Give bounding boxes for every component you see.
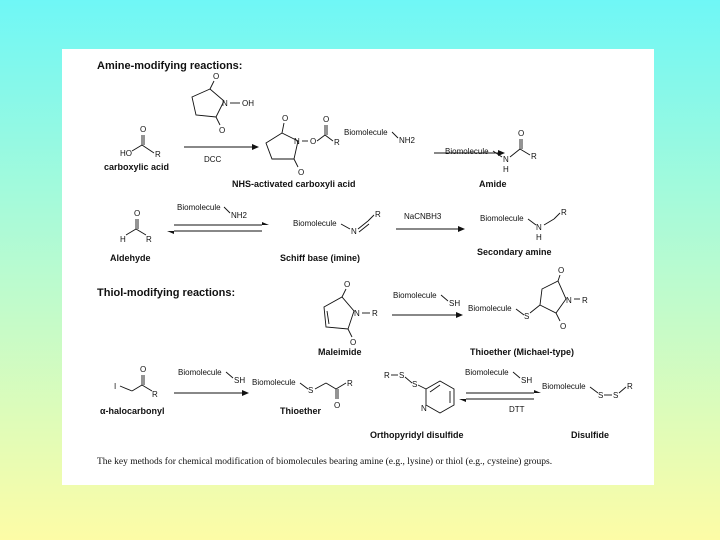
svg-text:N: N bbox=[421, 404, 427, 413]
svg-text:N: N bbox=[503, 155, 509, 164]
thioether-michael-structure: Biomolecule S O O N R bbox=[468, 266, 588, 331]
svg-text:S: S bbox=[598, 391, 603, 400]
label-secondary-amine: Secondary amine bbox=[477, 247, 552, 257]
reagent-sh-3: SH bbox=[521, 376, 532, 385]
svg-text:N: N bbox=[536, 223, 542, 232]
reagent-biomolecule-sh: Biomolecule bbox=[393, 291, 437, 300]
svg-text:I: I bbox=[114, 382, 116, 391]
svg-text:O: O bbox=[344, 280, 350, 289]
svg-text:O: O bbox=[219, 126, 225, 135]
svg-text:R: R bbox=[582, 296, 588, 305]
svg-text:HO: HO bbox=[120, 149, 132, 158]
reagent-nh2-2: NH2 bbox=[231, 211, 248, 220]
reagent-dtt: DTT bbox=[509, 405, 525, 414]
reagent-biomolecule-nh2-2: Biomolecule bbox=[177, 203, 221, 212]
figure-caption: The key methods for chemical modificatio… bbox=[97, 456, 552, 467]
reaction-scheme: Amine-modifying reactions: Thiol-modifyi… bbox=[97, 60, 633, 467]
label-orthopyridyl-disulfide: Orthopyridyl disulfide bbox=[370, 430, 464, 440]
svg-text:Biomolecule: Biomolecule bbox=[480, 214, 524, 223]
label-amide: Amide bbox=[479, 179, 507, 189]
carboxylic-acid-structure: O HO R bbox=[120, 125, 161, 159]
svg-text:R: R bbox=[146, 235, 152, 244]
svg-text:H: H bbox=[503, 165, 509, 174]
figure-panel: Amine-modifying reactions: Thiol-modifyi… bbox=[62, 49, 654, 485]
svg-text:O: O bbox=[323, 115, 329, 124]
svg-text:N: N bbox=[354, 309, 360, 318]
svg-text:S: S bbox=[308, 386, 313, 395]
label-disulfide: Disulfide bbox=[571, 430, 609, 440]
svg-text:O: O bbox=[134, 209, 140, 218]
label-carboxylic-acid: carboxylic acid bbox=[104, 162, 169, 172]
svg-text:R: R bbox=[155, 150, 161, 159]
svg-text:S: S bbox=[524, 312, 529, 321]
disulfide-structure: Biomolecule S S R bbox=[542, 382, 633, 400]
svg-text:O: O bbox=[140, 365, 146, 374]
svg-text:N: N bbox=[222, 99, 228, 108]
reagent-sh-2: SH bbox=[234, 376, 245, 385]
label-thioether-michael: Thioether (Michael-type) bbox=[470, 347, 574, 357]
svg-text:R: R bbox=[347, 379, 353, 388]
svg-text:R: R bbox=[561, 208, 567, 217]
nhs-reagent-structure: O O N OH bbox=[191, 72, 254, 135]
svg-text:R: R bbox=[531, 152, 537, 161]
svg-text:R: R bbox=[384, 371, 390, 380]
aldehyde-structure: O H R bbox=[120, 209, 152, 244]
reagent-biomolecule-sh-3: Biomolecule bbox=[465, 368, 509, 377]
svg-text:S: S bbox=[412, 380, 417, 389]
svg-text:N: N bbox=[294, 137, 300, 146]
label-thioether: Thioether bbox=[280, 406, 321, 416]
nhs-ester-structure: O O N O O R bbox=[265, 114, 340, 177]
svg-text:Biomolecule: Biomolecule bbox=[445, 147, 489, 156]
reagent-biomolecule-nh2: Biomolecule bbox=[344, 128, 388, 137]
orthopyridyl-disulfide-structure: R S S N bbox=[384, 371, 455, 414]
svg-text:H: H bbox=[536, 233, 542, 242]
label-schiff-base: Schiff base (imine) bbox=[280, 253, 360, 263]
svg-text:O: O bbox=[298, 168, 304, 177]
halocarbonyl-structure: I O R bbox=[114, 365, 158, 399]
label-maleimide: Maleimide bbox=[318, 347, 362, 357]
secondary-amine-structure: Biomolecule N H R bbox=[480, 208, 567, 242]
maleimide-structure: O O N R bbox=[323, 280, 378, 347]
svg-text:O: O bbox=[213, 72, 219, 81]
svg-text:H: H bbox=[120, 235, 126, 244]
svg-text:Biomolecule: Biomolecule bbox=[542, 382, 586, 391]
thioether-structure: Biomolecule S O R bbox=[252, 378, 353, 410]
amide-structure: Biomolecule N H O R bbox=[445, 129, 537, 174]
svg-text:R: R bbox=[627, 382, 633, 391]
svg-text:R: R bbox=[152, 390, 158, 399]
svg-text:S: S bbox=[399, 371, 404, 380]
svg-text:O: O bbox=[140, 125, 146, 134]
svg-text:Biomolecule: Biomolecule bbox=[468, 304, 512, 313]
svg-text:O: O bbox=[558, 266, 564, 275]
svg-text:Biomolecule: Biomolecule bbox=[252, 378, 296, 387]
reagent-nacnbh3: NaCNBH3 bbox=[404, 212, 442, 221]
svg-text:S: S bbox=[613, 391, 618, 400]
reagent-dcc: DCC bbox=[204, 155, 222, 164]
svg-text:O: O bbox=[350, 338, 356, 347]
amine-section-header: Amine-modifying reactions: bbox=[97, 60, 242, 72]
reagent-nh2: NH2 bbox=[399, 136, 416, 145]
label-halocarbonyl: α-halocarbonyl bbox=[100, 406, 165, 416]
svg-text:R: R bbox=[334, 138, 340, 147]
svg-text:O: O bbox=[560, 322, 566, 331]
svg-text:O: O bbox=[282, 114, 288, 123]
svg-text:OH: OH bbox=[242, 99, 254, 108]
svg-text:R: R bbox=[372, 309, 378, 318]
label-nhs-activated: NHS-activated carboxyli acid bbox=[232, 179, 356, 189]
svg-text:O: O bbox=[518, 129, 524, 138]
svg-text:O: O bbox=[334, 401, 340, 410]
reagent-sh: SH bbox=[449, 299, 460, 308]
svg-text:R: R bbox=[375, 210, 381, 219]
svg-text:Biomolecule: Biomolecule bbox=[293, 219, 337, 228]
label-aldehyde: Aldehyde bbox=[110, 253, 151, 263]
thiol-section-header: Thiol-modifying reactions: bbox=[97, 287, 235, 299]
svg-text:O: O bbox=[310, 137, 316, 146]
svg-text:N: N bbox=[566, 296, 572, 305]
reagent-biomolecule-sh-2: Biomolecule bbox=[178, 368, 222, 377]
svg-text:N: N bbox=[351, 227, 357, 236]
schiff-base-structure: Biomolecule N R bbox=[293, 210, 381, 236]
